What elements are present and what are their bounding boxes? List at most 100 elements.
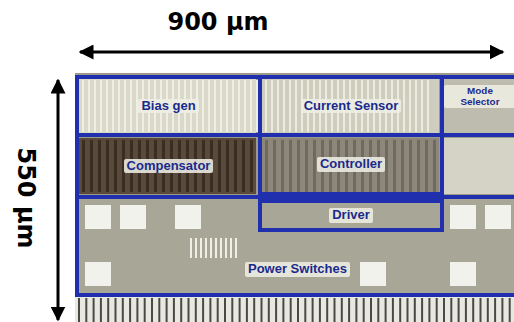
- die-texture-stripe: [290, 298, 292, 322]
- die-texture-stripe: [265, 80, 267, 132]
- die-texture-stripe: [409, 80, 411, 132]
- die-texture-stripe: [202, 80, 204, 132]
- die-texture-stripe: [277, 80, 279, 132]
- die-texture-stripe: [326, 298, 328, 322]
- die-texture-stripe: [265, 140, 268, 192]
- die-texture-stripe: [403, 80, 405, 132]
- die-texture-stripe: [85, 205, 111, 229]
- die-texture-stripe: [158, 298, 160, 322]
- pad-row: [75, 297, 514, 322]
- die-texture-stripe: [281, 140, 284, 192]
- block-label: Compensator: [124, 159, 214, 174]
- die-texture-stripe: [485, 205, 511, 229]
- block-label: Power Switches: [245, 262, 350, 277]
- die-texture-stripe: [273, 140, 276, 192]
- die-texture-stripe: [385, 140, 388, 192]
- die-texture-stripe: [82, 140, 85, 192]
- die-texture-stripe: [244, 80, 246, 132]
- die-texture-stripe: [341, 298, 343, 322]
- die-texture-stripe: [190, 238, 192, 258]
- die-texture-stripe: [465, 298, 467, 322]
- die-texture-stripe: [443, 298, 445, 322]
- die-texture-stripe: [180, 298, 182, 322]
- switch-area: [78, 198, 514, 294]
- die-texture-stripe: [275, 298, 277, 322]
- die-texture-stripe: [409, 140, 412, 192]
- die-texture-stripe: [421, 298, 423, 322]
- die-texture-stripe: [385, 298, 387, 322]
- die-texture-stripe: [115, 298, 117, 322]
- die-texture-stripe: [226, 140, 229, 192]
- die-texture-stripe: [94, 80, 96, 132]
- dimension-label: 900 μm: [167, 8, 268, 36]
- die-texture-stripe: [188, 298, 190, 322]
- die-texture-stripe: [118, 80, 120, 132]
- die-texture-stripe: [230, 238, 232, 258]
- die-texture-stripe: [282, 298, 284, 322]
- die-texture-stripe: [407, 298, 409, 322]
- die-texture-stripe: [289, 140, 292, 192]
- die-texture-stripe: [246, 298, 248, 322]
- die-texture-stripe: [224, 298, 226, 322]
- die-texture-stripe: [195, 238, 197, 258]
- block-outline: Compensator: [75, 133, 262, 199]
- die-texture-stripe: [93, 298, 95, 322]
- dimension-label: 550 μm: [12, 147, 40, 248]
- die-texture-stripe: [124, 80, 126, 132]
- die-texture-stripe: [195, 298, 197, 322]
- die-texture-stripe: [238, 80, 240, 132]
- die-texture-stripe: [88, 80, 90, 132]
- die-texture-stripe: [289, 80, 291, 132]
- die-texture-stripe: [220, 80, 222, 132]
- die-texture-stripe: [487, 298, 489, 322]
- die-texture-stripe: [106, 140, 109, 192]
- block-label: Current Sensor: [301, 99, 402, 114]
- block-outline: Power Switches: [75, 195, 514, 297]
- die-texture-stripe: [360, 262, 386, 286]
- die-texture-stripe: [433, 140, 436, 192]
- die-texture-stripe: [231, 298, 233, 322]
- height-dimension-arrow: [57, 80, 60, 320]
- die-texture-stripe: [450, 298, 452, 322]
- die-texture-stripe: [242, 140, 245, 192]
- die-texture-stripe: [202, 298, 204, 322]
- die-texture-stripe: [401, 140, 404, 192]
- die-texture-stripe: [283, 80, 285, 132]
- die-texture-stripe: [415, 80, 417, 132]
- die-texture-stripe: [82, 80, 84, 132]
- die-texture-stripe: [234, 140, 237, 192]
- die-texture-stripe: [112, 80, 114, 132]
- die-texture-stripe: [313, 140, 316, 192]
- die-texture-stripe: [509, 298, 511, 322]
- die-texture-stripe: [312, 298, 314, 322]
- die-texture-stripe: [414, 298, 416, 322]
- die-texture-stripe: [428, 298, 430, 322]
- die-texture-stripe: [214, 80, 216, 132]
- die-texture-stripe: [200, 238, 202, 258]
- die-texture-stripe: [370, 298, 372, 322]
- logic-area: [443, 138, 514, 194]
- die-texture-stripe: [450, 205, 476, 229]
- bias-area: [78, 78, 256, 134]
- die-texture: [78, 80, 511, 322]
- die-texture-stripe: [173, 298, 175, 322]
- die-texture-stripe: [494, 298, 496, 322]
- die-texture-stripe: [122, 298, 124, 322]
- die-texture-stripe: [151, 298, 153, 322]
- die-texture-stripe: [130, 80, 132, 132]
- die-texture-stripe: [100, 80, 102, 132]
- die-texture-stripe: [348, 298, 350, 322]
- die-texture-stripe: [425, 140, 428, 192]
- die-texture-stripe: [377, 298, 379, 322]
- die-texture-stripe: [78, 298, 80, 322]
- die-texture-stripe: [271, 80, 273, 132]
- die-texture-stripe: [334, 298, 336, 322]
- die-texture-stripe: [90, 140, 93, 192]
- die-texture-stripe: [210, 238, 212, 258]
- die-texture-stripe: [98, 140, 101, 192]
- die-texture-stripe: [175, 205, 201, 229]
- die-texture-stripe: [114, 140, 117, 192]
- block-outline: Current Sensor: [258, 75, 444, 137]
- block-label: Mode Selector: [444, 85, 514, 108]
